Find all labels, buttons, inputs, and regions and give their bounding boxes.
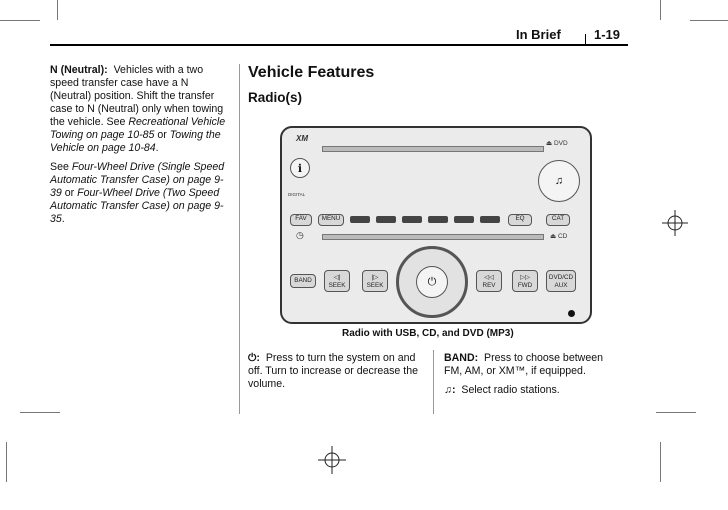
rev-button[interactable]: ◁◁REV — [476, 270, 502, 292]
section-title: Vehicle Features — [248, 64, 375, 81]
page-number: 1-19 — [594, 27, 621, 42]
info-button[interactable]: ℹ — [290, 158, 310, 178]
preset-button[interactable] — [428, 216, 448, 223]
menu-button[interactable]: MENU — [318, 214, 344, 226]
disc-slot-cd — [322, 234, 544, 240]
cat-button[interactable]: CAT — [546, 214, 570, 226]
radio-illustration: XM ⏏ DVD ℹ DIGITAL ♫ FAV MENU EQ CAT ◷ ⏏… — [280, 126, 592, 324]
column-divider — [239, 64, 240, 414]
registration-mark — [318, 446, 346, 474]
neutral-term: N (Neutral): — [50, 64, 108, 76]
punctuation: . — [61, 213, 65, 225]
neutral-paragraph: N (Neutral): Vehicles with a two speed t… — [50, 64, 232, 155]
band-text: Press to choose between FM, AM, or XM™, … — [444, 352, 603, 377]
band-description: BAND: Press to choose between FM, AM, or… — [444, 352, 620, 403]
aux-label: AUX — [554, 282, 568, 289]
seek-forward-button[interactable]: |▷SEEK — [362, 270, 388, 292]
fwd-button[interactable]: ▷▷FWD — [512, 270, 538, 292]
eq-button[interactable]: EQ — [508, 214, 532, 226]
conjunction: or — [64, 187, 75, 199]
neutral-text: Vehicles with a two speed transfer case … — [50, 64, 224, 128]
crop-mark — [656, 412, 696, 413]
crop-mark — [660, 442, 661, 482]
colon: : — [256, 352, 260, 364]
xref-4wd-single[interactable]: Four-Wheel Drive (Single Speed Automatic… — [50, 161, 225, 199]
band-button[interactable]: BAND — [290, 274, 316, 288]
tune-text: Select radio stations. — [461, 384, 560, 396]
fav-button[interactable]: FAV — [290, 214, 312, 226]
power-icon: ⏻ — [427, 275, 437, 288]
cd-eject-button[interactable]: ⏏ CD — [550, 233, 568, 240]
crop-mark — [57, 0, 58, 20]
crop-mark — [690, 20, 728, 21]
header-rule — [50, 44, 628, 46]
xref-4wd-two[interactable]: Four-Wheel Drive (Two Speed Automatic Tr… — [50, 187, 224, 225]
column-divider — [433, 350, 434, 414]
band-term: BAND: — [444, 352, 479, 364]
registration-mark — [662, 210, 688, 236]
colon: : — [451, 384, 456, 396]
power-volume-knob[interactable]: ⏻ — [396, 246, 468, 318]
rev-icon: ◁◁ — [484, 274, 494, 281]
xref-towing-vehicle[interactable]: Towing the Vehicle on page 10-84 — [50, 129, 221, 154]
power-description: ⏻: Press to turn the system on and off. … — [248, 352, 426, 391]
seek-forward-label: SEEK — [366, 282, 384, 289]
tune-knob[interactable]: ♫ — [538, 160, 580, 202]
preset-button[interactable] — [350, 216, 370, 223]
conjunction: or — [157, 129, 167, 141]
seek-back-icon: ◁| — [333, 274, 341, 281]
preset-button[interactable] — [480, 216, 500, 223]
figure-caption: Radio with USB, CD, and DVD (MP3) — [342, 328, 514, 339]
seek-forward-icon: |▷ — [371, 274, 379, 281]
info-icon: ℹ — [297, 162, 303, 175]
preset-button[interactable] — [376, 216, 396, 223]
preset-button[interactable] — [402, 216, 422, 223]
running-header-section: In Brief — [516, 27, 561, 42]
power-icon: ⏻ — [248, 352, 257, 364]
crop-mark — [20, 412, 60, 413]
fwd-label: FWD — [517, 282, 533, 289]
disc-slot-dvd — [322, 146, 544, 152]
left-column: N (Neutral): Vehicles with a two speed t… — [50, 64, 232, 232]
four-wheel-paragraph: See Four-Wheel Drive (Single Speed Autom… — [50, 161, 232, 226]
music-note-icon: ♫ — [554, 175, 564, 187]
crop-mark — [0, 20, 40, 21]
rev-label: REV — [482, 282, 496, 289]
header-divider — [585, 34, 586, 44]
band-paragraph: BAND: Press to choose between FM, AM, or… — [444, 352, 620, 378]
fwd-icon: ▷▷ — [520, 274, 530, 281]
crop-mark — [660, 0, 661, 20]
aux-jack — [568, 310, 575, 317]
preset-button[interactable] — [454, 216, 474, 223]
tune-paragraph: ♫: Select radio stations. — [444, 384, 620, 397]
subsection-title: Radio(s) — [248, 90, 302, 105]
seek-back-button[interactable]: ◁|SEEK — [324, 270, 350, 292]
seek-back-label: SEEK — [328, 282, 346, 289]
xref-recreational-towing[interactable]: Recreational Vehicle Towing on page 10-8… — [50, 116, 226, 141]
power-button[interactable]: ⏻ — [416, 266, 448, 298]
power-text: Press to turn the system on and off. Tur… — [248, 352, 418, 390]
xm-logo: XM — [296, 134, 308, 143]
punctuation: . — [155, 142, 159, 154]
clock-button[interactable]: ◷ — [296, 230, 304, 240]
music-note-icon: ♫ — [444, 384, 452, 396]
digital-label: DIGITAL — [288, 192, 306, 197]
dvd-cd-label: DVD/CD — [548, 274, 574, 281]
crop-mark — [6, 442, 7, 482]
see-label: See — [50, 161, 69, 173]
dvd-eject-button[interactable]: ⏏ DVD — [546, 140, 568, 147]
